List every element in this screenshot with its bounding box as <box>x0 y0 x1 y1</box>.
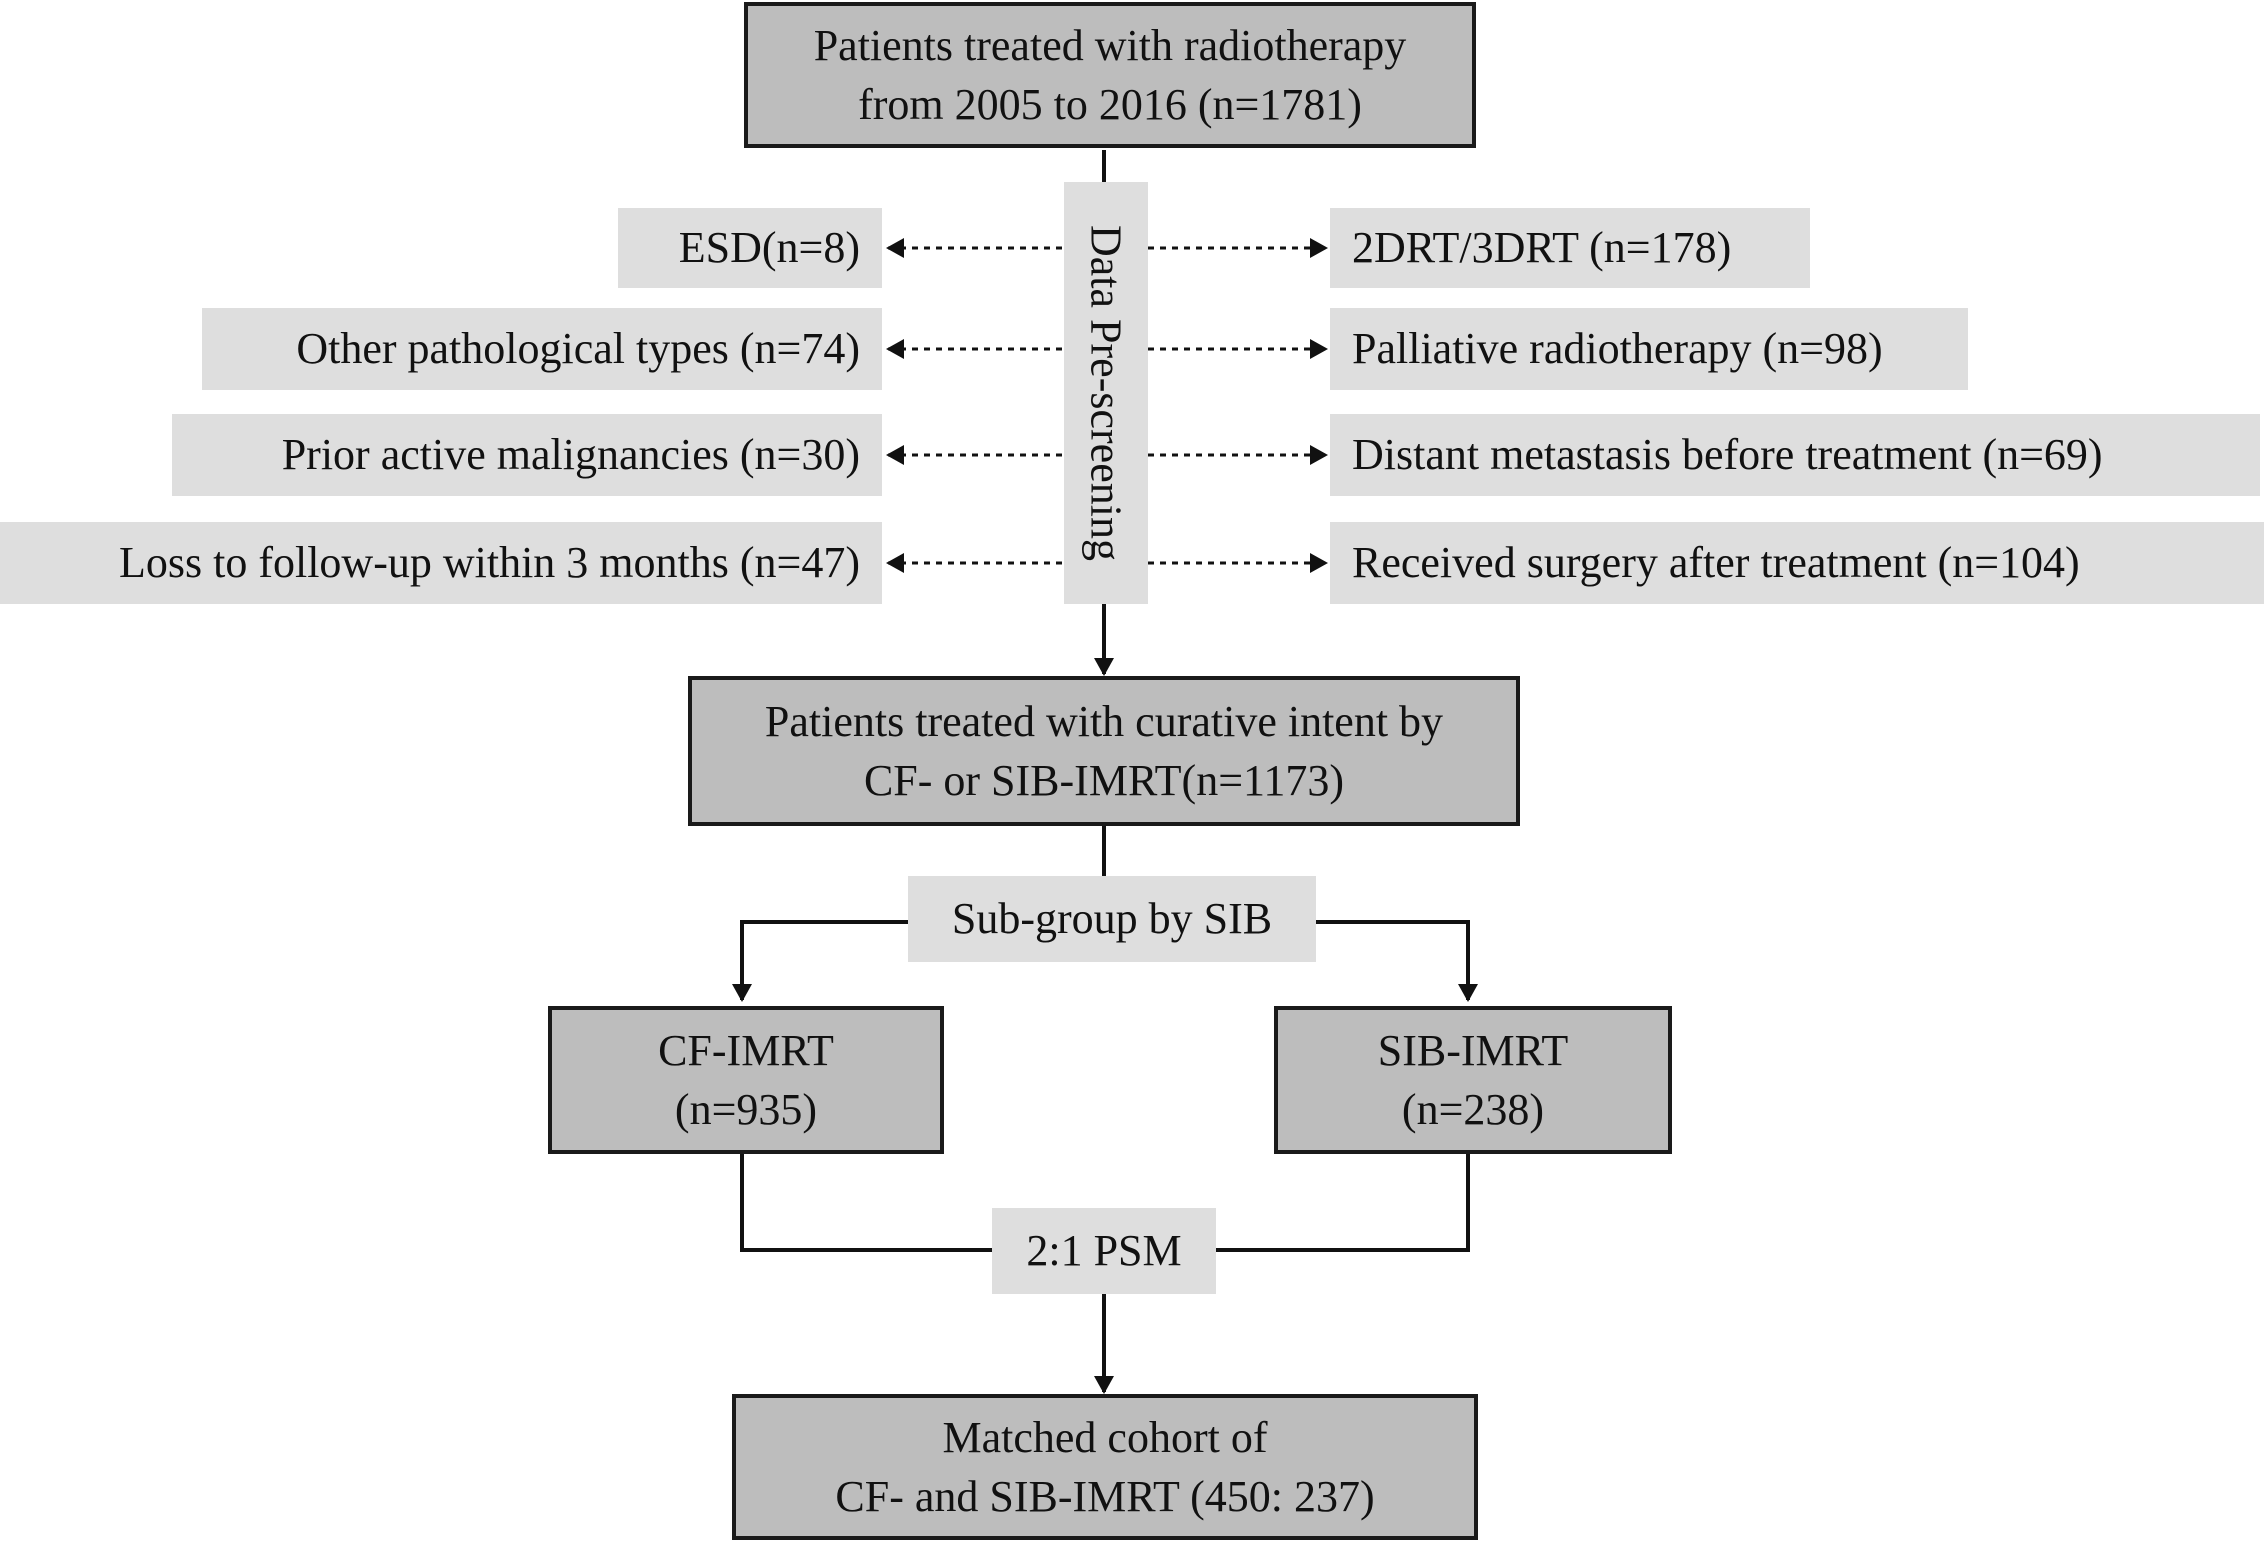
sib-imrt-box: SIB-IMRT (n=238) <box>1274 1006 1672 1154</box>
split-right-line <box>1314 920 1478 1002</box>
subgroup-label-box: Sub-group by SIB <box>908 876 1316 962</box>
curative-cohort-line1: Patients treated with curative intent by <box>764 696 1444 746</box>
exclusion-left-2: Other pathological types (n=74) <box>202 308 882 390</box>
prescreening-label: Data Pre-screening <box>1081 225 1131 561</box>
exclusion-left-1: ESD(n=8) <box>618 208 882 288</box>
curative-cohort-line2: CF- or SIB-IMRT(n=1173) <box>863 756 1345 805</box>
exclusion-right-1: 2DRT/3DRT (n=178) <box>1330 208 1810 288</box>
exclusion-right-3-label: Distant metastasis before treatment (n=6… <box>1352 430 2103 480</box>
exclusion-left-4-label: Loss to follow-up within 3 months (n=47) <box>118 538 860 588</box>
exclusion-right-2-label: Palliative radiotherapy (n=98) <box>1352 324 1883 374</box>
exclusion-right-3: Distant metastasis before treatment (n=6… <box>1330 414 2260 496</box>
sib-imrt-line1: SIB-IMRT <box>1377 1025 1569 1075</box>
matched-cohort-box: Matched cohort of CF- and SIB-IMRT (450:… <box>732 1394 1478 1540</box>
sib-imrt-line2: (n=238) <box>1401 1085 1545 1134</box>
exclusion-left-2-label: Other pathological types (n=74) <box>296 324 860 374</box>
matched-cohort-line1: Matched cohort of <box>942 1412 1268 1462</box>
merge-left-line <box>740 1152 992 1252</box>
exclusion-right-1-label: 2DRT/3DRT (n=178) <box>1352 223 1732 273</box>
exclusion-left-3-label: Prior active malignancies (n=30) <box>281 430 860 480</box>
cf-imrt-box: CF-IMRT (n=935) <box>548 1006 944 1154</box>
merge-right-line <box>1216 1152 1470 1252</box>
matched-cohort-line2: CF- and SIB-IMRT (450: 237) <box>835 1472 1375 1521</box>
exclusion-right-4-label: Received surgery after treatment (n=104) <box>1352 538 2080 588</box>
cf-imrt-line2: (n=935) <box>674 1085 818 1134</box>
initial-cohort-box: Patients treated with radiotherapy from … <box>744 2 1476 148</box>
curative-cohort-box: Patients treated with curative intent by… <box>688 676 1520 826</box>
prescreening-label-box: Data Pre-screening <box>1064 182 1148 604</box>
split-left-line <box>732 920 908 1002</box>
exclusion-right-2: Palliative radiotherapy (n=98) <box>1330 308 1968 390</box>
exclusion-right-4: Received surgery after treatment (n=104) <box>1330 522 2264 604</box>
exclusion-left-3: Prior active malignancies (n=30) <box>172 414 882 496</box>
psm-label: 2:1 PSM <box>1026 1226 1182 1276</box>
initial-cohort-line1: Patients treated with radiotherapy <box>813 20 1407 70</box>
exclusion-left-1-label: ESD(n=8) <box>678 223 860 273</box>
cf-imrt-line1: CF-IMRT <box>658 1025 834 1075</box>
exclusion-left-4: Loss to follow-up within 3 months (n=47) <box>0 522 882 604</box>
initial-cohort-line2: from 2005 to 2016 (n=1781) <box>858 80 1362 129</box>
subgroup-label: Sub-group by SIB <box>951 894 1273 944</box>
psm-label-box: 2:1 PSM <box>992 1208 1216 1294</box>
